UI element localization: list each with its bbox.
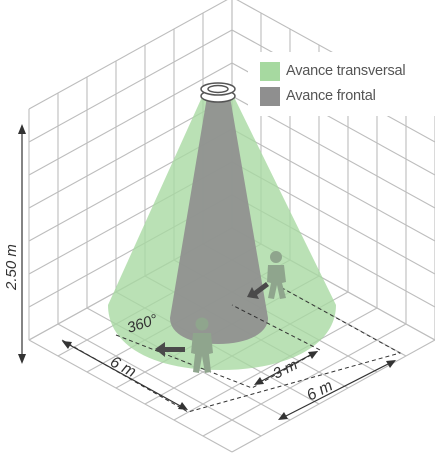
right-depth-dimension — [278, 360, 396, 420]
ceiling-sensor-icon — [200, 82, 236, 103]
legend-label-transversal: Avance transversal — [286, 63, 406, 79]
frontal-swatch — [260, 86, 280, 106]
legend: Avance transversal Avance frontal — [248, 52, 435, 116]
direction-arrow-side-icon — [247, 282, 269, 299]
legend-label-frontal: Avance frontal — [286, 88, 376, 104]
left-width-dimension — [62, 341, 188, 410]
inner-width-dimension — [254, 351, 318, 385]
direction-arrow-front-icon — [155, 342, 185, 357]
walking-person-front-icon — [191, 317, 213, 373]
frontal-detection-cone — [170, 97, 268, 344]
transversal-swatch — [260, 61, 280, 81]
height-label: 2.50 m — [3, 244, 20, 291]
right-depth-label: 6 m — [304, 377, 335, 404]
walking-person-side-icon — [267, 251, 286, 299]
height-dimension — [18, 124, 26, 364]
left-width-label: 6 m — [107, 354, 139, 382]
legend-item-frontal: Avance frontal — [260, 85, 376, 107]
legend-item-transversal: Avance transversal — [260, 60, 406, 82]
